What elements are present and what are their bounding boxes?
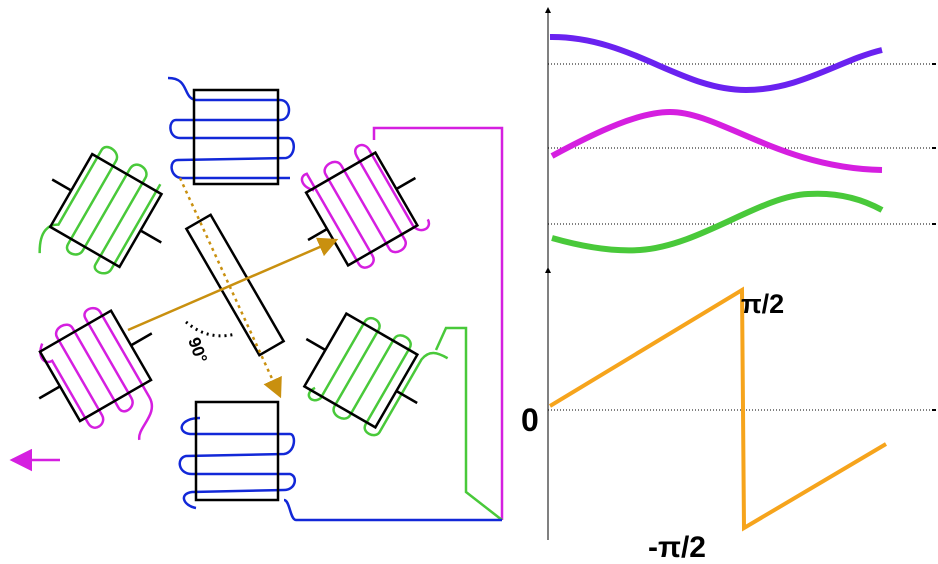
coil-upper-right-magenta <box>300 143 431 269</box>
phase-plot: π/2 0 -π/2 <box>521 267 934 564</box>
coil-bottom-blue <box>178 400 297 510</box>
coil-upper-left-green <box>38 145 164 275</box>
angle-label: 90° <box>184 335 211 366</box>
field-arrow-gold <box>127 237 339 332</box>
phase-waveforms <box>545 7 934 268</box>
wave-magenta <box>550 108 883 173</box>
wire-blue-return <box>283 498 502 522</box>
wire-magenta-return <box>372 126 504 520</box>
angle-arc <box>185 320 237 338</box>
stator-diagram: 90° <box>9 76 504 522</box>
wave-purple <box>549 33 883 94</box>
wire-green-return <box>434 326 503 521</box>
coil-lower-left-magenta <box>38 306 153 441</box>
coil-top-blue <box>167 76 295 186</box>
coil-lower-right-green <box>302 311 449 437</box>
rotor-axis-arrow <box>178 177 282 399</box>
right-ticks <box>932 63 936 411</box>
label-minus-pi-over-2: -π/2 <box>648 531 706 564</box>
phase-sawtooth <box>548 286 888 532</box>
wave-green <box>551 190 884 254</box>
label-pi-over-2: π/2 <box>741 289 784 319</box>
label-zero: 0 <box>521 402 539 438</box>
